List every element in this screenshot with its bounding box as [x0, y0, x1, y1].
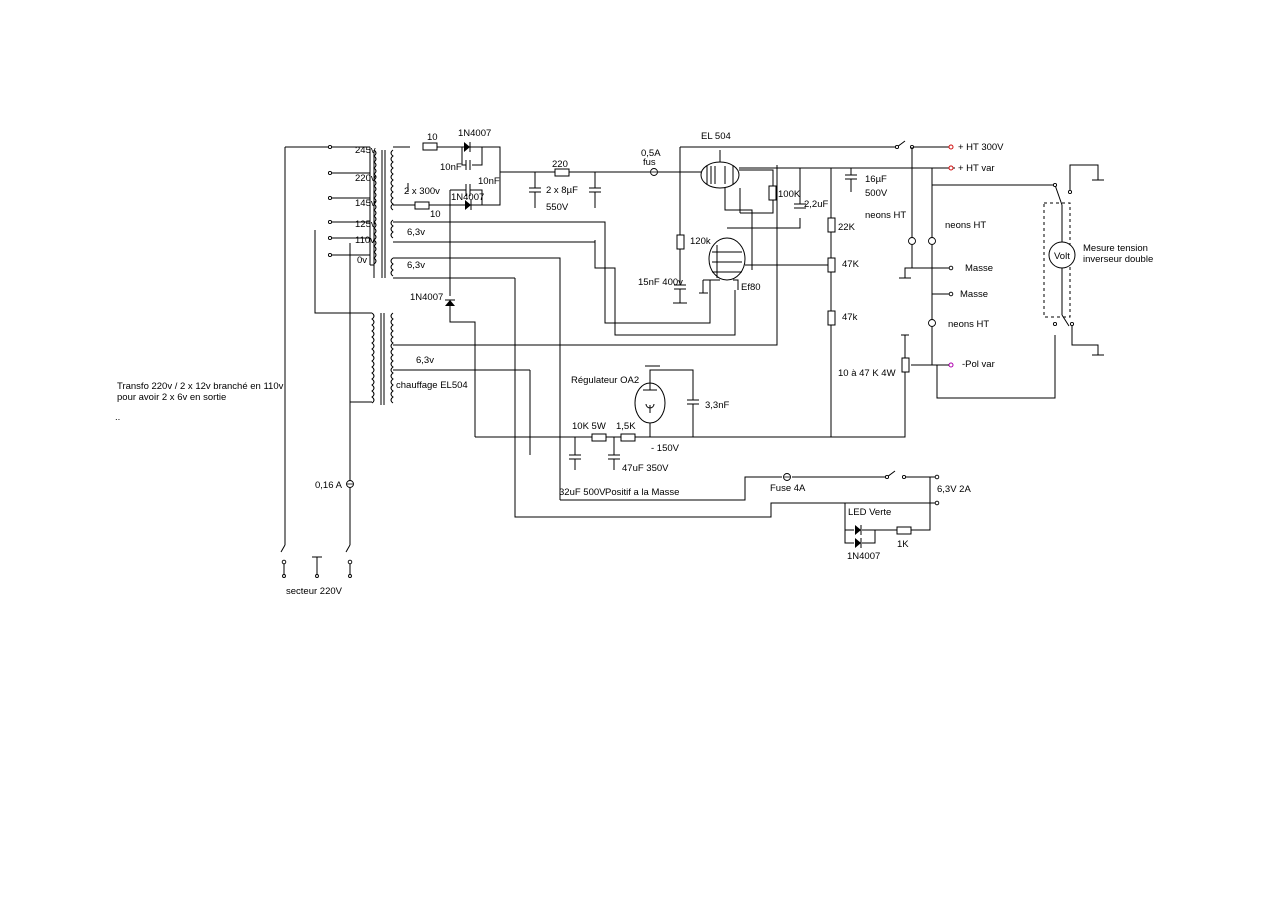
c2x8-label: 2 x 8µF [546, 185, 578, 196]
p47k-label: 47K [842, 259, 860, 270]
polvar-label: -Pol var [962, 359, 995, 370]
secteur-label: secteur 220V [286, 586, 343, 597]
oa2-regulator: Régulateur OA2 3,3nF [571, 365, 729, 437]
led-label: LED Verte [848, 507, 891, 518]
fuse-016a-label: 0,16 A [315, 480, 343, 491]
r10a-label: 10 [427, 132, 438, 143]
sec-63-label-2: 6,3v [407, 260, 425, 271]
ht-divider: 2,2uF 16µF 500V 22K 47K 47k 10 à 47 K 4W [475, 168, 1056, 438]
neon-section: neons HT neons HT neons HT Masse Masse -… [865, 147, 995, 370]
r10k-label: 10K 5W [572, 421, 606, 432]
potentiometer-10-47k [901, 357, 910, 373]
transfo-note-line2: pour avoir 2 x 6v en sortie [117, 392, 226, 403]
tap-245v: 245v [355, 145, 376, 156]
resistor-10k [591, 433, 607, 442]
ef80-label: Ef80 [741, 282, 761, 293]
resistor-120k [676, 234, 685, 250]
resistor-22k [827, 217, 836, 233]
diode-4-label: 1N4007 [847, 551, 880, 562]
potentiometer-47k [827, 257, 836, 273]
cap-10nf-a-label: 10nF [440, 162, 462, 173]
masse2-label: Masse [960, 289, 988, 300]
tap-125v: 125v [355, 219, 376, 230]
r15k-label: 1,5K [616, 421, 636, 432]
ef80-tube: 120k 15nF 400v Ef80 [638, 218, 831, 304]
masse1-label: Masse [965, 263, 993, 274]
el504-tube: EL 504 100K [679, 131, 955, 285]
r100k-label: 100K [778, 189, 801, 200]
lv-output: Fuse 4A 6,3V 2A LED Verte 1K 1N4007 [560, 470, 971, 562]
c22-label: 2,2uF [804, 199, 828, 210]
c500-label: 500V [865, 188, 888, 199]
resistor-100k [768, 185, 777, 201]
chauffage-label: chauffage EL504 [396, 380, 468, 391]
r10b-label: 10 [430, 209, 441, 220]
heater-transformer: 6,3v chauffage EL504 [371, 165, 778, 405]
c32-label: 32uF 500V [559, 487, 606, 498]
c550-label: 550V [546, 202, 569, 213]
voltmeter-section: Volt Mesure tension inverseur double [932, 164, 1153, 356]
sec-2x300-label: 2 x 300v [404, 186, 440, 197]
terminal-ht300[interactable] [948, 144, 954, 150]
transfo-note-line1: Transfo 220v / 2 x 12v branché en 110v [117, 381, 284, 392]
htvar-label: + HT var [958, 163, 995, 174]
terminal-polvar[interactable] [948, 362, 954, 368]
volt-label: Volt [1054, 251, 1070, 262]
tap-220v: 220v [355, 173, 376, 184]
resistor-10-b [414, 201, 430, 210]
neon3-label: neons HT [948, 319, 989, 330]
rectifier-section: 10 10 1N4007 10nF 10nF 1N4007 1N4007 [410, 128, 501, 437]
terminal-htvar[interactable] [948, 165, 954, 171]
oa2-label: Régulateur OA2 [571, 375, 639, 386]
main-transformer: 245v 220v 145v 125v 110v 0v 2 x 300v 6,3… [355, 145, 606, 322]
mesure-label-2: inverseur double [1083, 254, 1153, 265]
ht-outputs: + HT 300V + HT var [894, 140, 1004, 174]
r120k-label: 120k [690, 236, 711, 247]
resistor-10-a [422, 142, 438, 151]
negative-supply: 10K 5W 1,5K - 150V 47uF 350V 32uF 500V P… [559, 421, 680, 498]
minus150-label: - 150V [651, 443, 680, 454]
v63-label: 6,3V 2A [937, 484, 971, 495]
mains-input: 0,16 A secteur 220V Transfo 220v / 2 x 1… [115, 144, 372, 597]
voltmeter [1048, 241, 1076, 269]
fuse4a-label: Fuse 4A [770, 483, 806, 494]
neon2-label: neons HT [945, 220, 986, 231]
positif-label: Positif a la Masse [605, 487, 679, 498]
diode-3-label: 1N4007 [410, 292, 443, 303]
c33-label: 3,3nF [705, 400, 729, 411]
terminal-63v-2[interactable] [934, 500, 940, 506]
r220-label: 220 [552, 159, 568, 170]
resistor-15k [620, 433, 636, 442]
sec-63-label-1: 6,3v [407, 227, 425, 238]
cap-10nf-b-label: 10nF [478, 176, 500, 187]
resistor-47k [827, 310, 836, 326]
ht-filter: 220 2 x 8µF 550V 0,5A fus [500, 148, 703, 213]
c16-label: 16µF [865, 174, 887, 185]
el504-label: EL 504 [701, 131, 731, 142]
fus-label: fus [643, 157, 656, 168]
fuse-016a [346, 480, 354, 488]
tap-145v: 145v [355, 198, 376, 209]
diode-1-label: 1N4007 [458, 128, 491, 139]
c47-label: 47uF 350V [622, 463, 669, 474]
r1k-label: 1K [897, 539, 909, 550]
neon1-label: neons HT [865, 210, 906, 221]
fuse05-label: 0,5A [641, 148, 661, 159]
resistor-220 [554, 168, 570, 177]
ht300-label: + HT 300V [958, 142, 1004, 153]
p10a47-label: 10 à 47 K 4W [838, 368, 896, 379]
tap-0v: 0v [357, 255, 367, 266]
c15nf-label: 15nF 400v [638, 277, 683, 288]
stray-dots: .. [115, 412, 120, 423]
tap-110v: 110v [355, 235, 375, 246]
terminal-63v-1[interactable] [934, 474, 940, 480]
mains-switch[interactable] [280, 544, 353, 578]
r47k-label: 47k [842, 312, 858, 323]
r22k-label: 22K [838, 222, 856, 233]
sec-63-label-3: 6,3v [416, 355, 434, 366]
resistor-1k [896, 526, 912, 535]
diode-2-label: 1N4007 [451, 192, 484, 203]
mesure-label-1: Mesure tension [1083, 243, 1148, 254]
